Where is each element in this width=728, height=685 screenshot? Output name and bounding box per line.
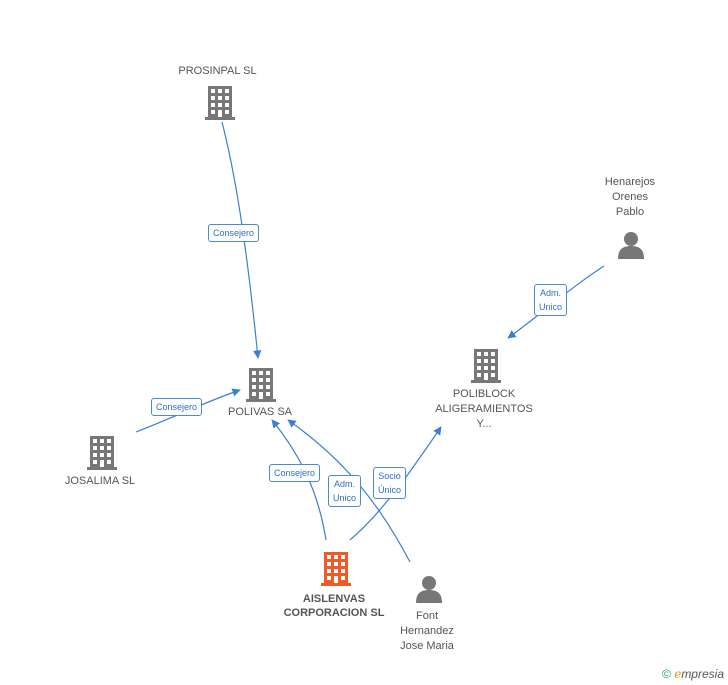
poliblock-building-icon[interactable] <box>471 349 501 383</box>
prosinpal-label[interactable]: PROSINPAL SL <box>178 65 257 77</box>
aislenvas-label[interactable]: AISLENVAS CORPORACION SL <box>283 593 385 619</box>
copyright-symbol: © <box>662 667 671 681</box>
prosinpal-building-icon[interactable] <box>205 86 235 120</box>
aislenvas-building-icon[interactable] <box>321 552 351 586</box>
empresia-logo-initial: e <box>674 667 682 681</box>
josalima-label[interactable]: JOSALIMA SL <box>64 475 136 487</box>
edge-label-aislenvas-polivas: Consejero <box>269 464 321 482</box>
henarejos-person-icon[interactable] <box>618 232 644 259</box>
edge-label-prosinpal-polivas: Consejero <box>208 224 260 242</box>
font-person-icon[interactable] <box>416 576 442 603</box>
henarejos-label[interactable]: Henarejos Orenes Pablo <box>604 176 656 218</box>
josalima-building-icon[interactable] <box>87 436 117 470</box>
edge-label-aislenvas-poliblock: Socio Único <box>373 467 407 499</box>
polivas-building-icon[interactable] <box>246 368 276 402</box>
polivas-label[interactable]: POLIVAS SA <box>228 406 292 418</box>
edge-label-josalima-polivas: Consejero <box>151 398 203 416</box>
copyright-mark: © empresia <box>662 667 724 681</box>
font-label[interactable]: Font Hernandez Jose Maria <box>400 610 454 652</box>
edge-label-font-polivas: Adm. Unico <box>328 475 362 507</box>
edge-label-henarejos-poliblock: Adm. Unico <box>534 284 568 316</box>
empresia-logo-text: mpresia <box>681 667 724 681</box>
poliblock-label[interactable]: POLIBLOCK ALIGERAMIENTOS Y... <box>435 388 533 430</box>
